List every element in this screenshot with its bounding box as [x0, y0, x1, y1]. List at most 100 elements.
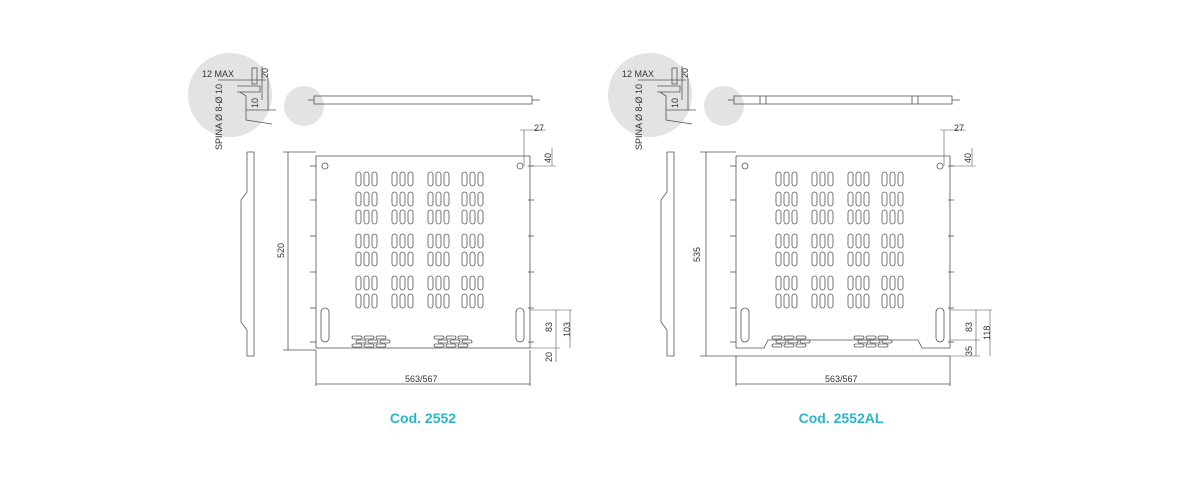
- vent-slot: [783, 191, 790, 207]
- bottom-slot: [877, 335, 889, 340]
- bottom-slot: [771, 335, 783, 340]
- vent-slot: [783, 275, 790, 291]
- bottom-slot: [363, 343, 375, 348]
- vent-slot: [443, 171, 450, 187]
- vent-slot: [477, 209, 484, 225]
- vent-slot: [791, 191, 798, 207]
- vent-slot: [399, 233, 406, 249]
- vent-slot: [881, 191, 888, 207]
- vent-slot: [783, 209, 790, 225]
- shelf-outline: [283, 151, 531, 386]
- corner-slot-bottom-left: [740, 307, 750, 343]
- vent-slot: [427, 171, 434, 187]
- vent-slot: [469, 275, 476, 291]
- vent-slot: [363, 233, 370, 249]
- vent-slot: [819, 275, 826, 291]
- vent-slot: [775, 209, 782, 225]
- vent-slot: [783, 293, 790, 309]
- bottom-slot: [363, 335, 375, 340]
- pin-dim-top-label: 20: [260, 68, 270, 78]
- bottom-slot: [351, 335, 363, 340]
- pin-dim-side-label: 10: [250, 98, 260, 108]
- vent-slot: [775, 275, 782, 291]
- vent-slot: [427, 209, 434, 225]
- bottom-slot: [351, 343, 363, 348]
- vent-slot: [391, 209, 398, 225]
- vent-slot: [897, 233, 904, 249]
- vent-slot: [889, 209, 896, 225]
- corner-slot-bottom-right: [935, 307, 945, 343]
- vent-slot: [407, 191, 414, 207]
- bottom-a-label: 83: [964, 322, 974, 332]
- vent-slot: [391, 275, 398, 291]
- bottom-slots: [771, 335, 893, 348]
- vent-slot: [897, 293, 904, 309]
- bottom-slot: [433, 335, 445, 340]
- bottom-slot: [869, 339, 881, 344]
- vent-slot: [897, 171, 904, 187]
- width-label: 563/567: [405, 374, 438, 384]
- bottom-slot: [775, 339, 787, 344]
- vent-slot: [435, 191, 442, 207]
- bottom-b-label: 118: [982, 326, 992, 340]
- vent-slot: [355, 233, 362, 249]
- vent-slot: [889, 191, 896, 207]
- vent-slot: [371, 293, 378, 309]
- vent-slot: [863, 209, 870, 225]
- bottom-c-label: 35: [964, 346, 974, 356]
- mounting-pins: [310, 165, 534, 343]
- vent-slot: [363, 191, 370, 207]
- vent-slot: [469, 171, 476, 187]
- vent-slot: [461, 209, 468, 225]
- bottom-b-label: 103: [562, 322, 572, 337]
- drawing-2552: 12 MAX 20 10 SPINA Ø 8-Ø 10: [188, 53, 572, 386]
- corner-hole-top-left: [321, 162, 329, 170]
- vent-slot: [399, 275, 406, 291]
- bottom-slot: [853, 335, 865, 340]
- bottom-slot: [449, 339, 461, 344]
- vent-slot: [461, 191, 468, 207]
- bottom-slot: [367, 339, 379, 344]
- vent-slot: [811, 171, 818, 187]
- vent-slot: [847, 209, 854, 225]
- vent-slot: [371, 171, 378, 187]
- vent-slot: [827, 251, 834, 267]
- vent-slot: [881, 251, 888, 267]
- vent-slot: [775, 293, 782, 309]
- vent-slot: [443, 233, 450, 249]
- vent-slot: [477, 293, 484, 309]
- vent-slot: [391, 171, 398, 187]
- bottom-slot: [857, 339, 869, 344]
- max-label: 12 MAX: [622, 69, 654, 79]
- vent-slot: [461, 293, 468, 309]
- bottom-slot: [877, 343, 889, 348]
- height-label: 520: [276, 243, 286, 258]
- bottom-slot: [783, 335, 795, 340]
- vent-slot: [399, 209, 406, 225]
- vent-slot: [863, 251, 870, 267]
- vent-slot: [355, 293, 362, 309]
- vent-slot: [783, 251, 790, 267]
- vent-slot: [407, 233, 414, 249]
- vent-slot: [461, 251, 468, 267]
- vent-slot: [443, 251, 450, 267]
- vent-slot: [897, 251, 904, 267]
- bottom-slot: [795, 343, 807, 348]
- vent-slot: [863, 293, 870, 309]
- width-label: 563/567: [825, 374, 858, 384]
- vent-slot: [881, 233, 888, 249]
- vent-slot: [371, 251, 378, 267]
- vent-slot: [847, 233, 854, 249]
- vent-slot: [847, 191, 854, 207]
- vent-slot: [355, 171, 362, 187]
- vent-slot: [827, 233, 834, 249]
- vent-slot: [427, 191, 434, 207]
- vent-slot: [477, 233, 484, 249]
- vent-slot: [371, 275, 378, 291]
- pin-detail: [638, 66, 696, 125]
- vent-slot: [371, 209, 378, 225]
- vent-slot: [811, 233, 818, 249]
- vent-slot: [469, 191, 476, 207]
- vent-slot: [897, 209, 904, 225]
